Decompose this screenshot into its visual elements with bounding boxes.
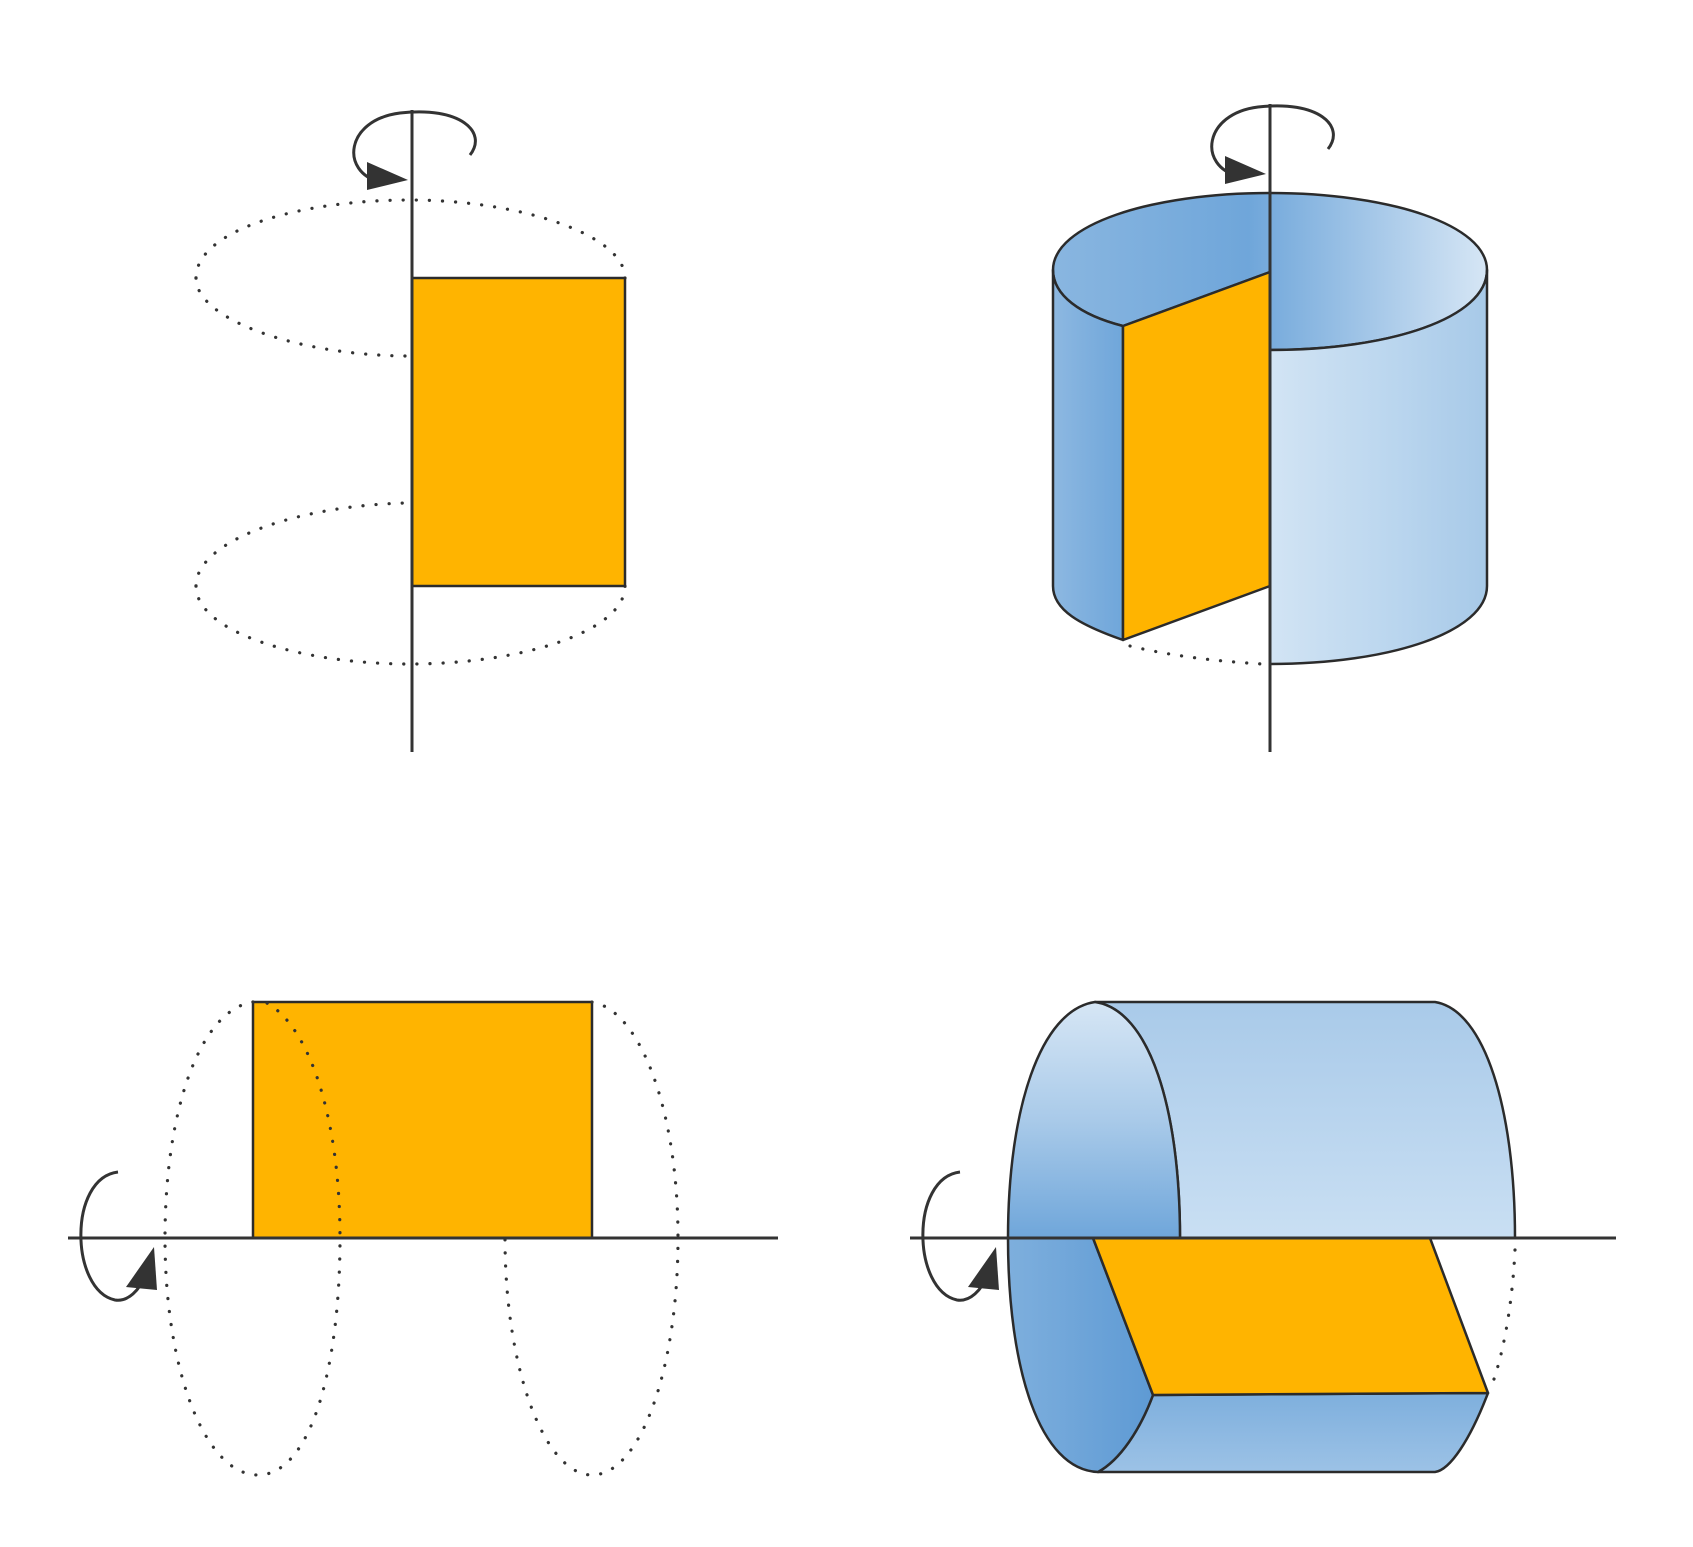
panel-vertical-axis-cylinder [1051,104,1489,752]
rotation-arrow-head-icon [968,1247,999,1290]
bottom-gap-dotted [1128,644,1264,666]
rotation-arc [79,1170,147,1302]
panel-horizontal-axis-rectangle [68,1000,778,1477]
rotation-arc [1210,104,1335,178]
rectangle [251,1000,594,1240]
rotation-arrow-head-icon [367,162,408,190]
right-gap-dotted [1488,1248,1517,1392]
rotation-arrow-head-icon [1225,156,1266,184]
cylinder-inner-lower [1006,1236,1155,1474]
cylinder-bottom-body [1096,1391,1490,1474]
panel-horizontal-axis-cylinder [910,1000,1616,1474]
cylinder-right-wall [1268,268,1489,666]
rotation-arc [352,110,477,184]
rotation-arrow-head-icon [126,1247,157,1290]
right-circle-dotted [503,1000,680,1477]
left-circle-dotted [163,1000,342,1477]
rectangle-cross-section [1121,270,1272,642]
bottom-circle-back-dotted [194,501,410,588]
rectangle [410,276,627,588]
panel-vertical-axis-rectangle [194,110,627,752]
rotation-arc [921,1170,989,1302]
rectangle-cross-section [1091,1236,1490,1397]
cylinder-left-wall [1051,268,1125,642]
